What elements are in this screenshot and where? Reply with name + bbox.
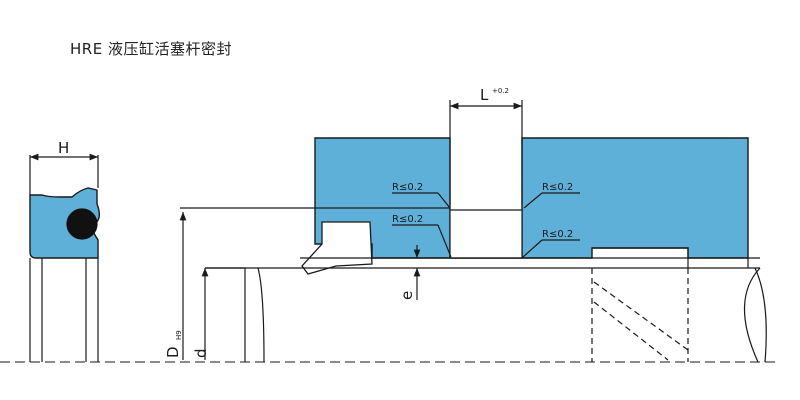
seal-profile xyxy=(29,187,100,259)
radius-label-bottom-right: R≤0.2 xyxy=(542,229,573,240)
dim-d-label: d xyxy=(192,348,210,358)
radius-label-bottom-left: R≤0.2 xyxy=(392,214,423,225)
radius-label-top-right: R≤0.2 xyxy=(542,182,573,193)
dim-L-tolerance: +0.2 xyxy=(492,87,509,95)
dim-H-label: H xyxy=(58,139,69,157)
radius-label-top-left: R≤0.2 xyxy=(392,182,423,193)
page-title: HRE 液压缸活塞杆密封 xyxy=(70,40,232,58)
o-ring xyxy=(66,208,98,240)
dim-D-tolerance: H9 xyxy=(175,330,183,340)
guide-insert xyxy=(301,221,373,275)
housing-body xyxy=(314,137,749,259)
seal-cross-section xyxy=(0,153,160,363)
dim-phi-label: e xyxy=(398,291,416,300)
dim-L-label: L xyxy=(480,86,489,104)
dim-D-label: D xyxy=(164,346,182,358)
